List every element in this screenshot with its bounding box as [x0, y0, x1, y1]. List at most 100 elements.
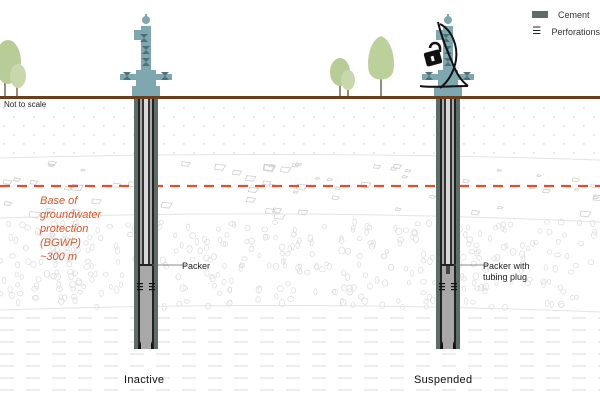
- texture-pebble: [277, 285, 284, 292]
- texture-dot: [333, 134, 335, 136]
- texture-dot: [563, 125, 565, 127]
- texture-pebble: [331, 288, 336, 294]
- texture-pebble: [215, 271, 220, 278]
- texture-pebble: [282, 263, 287, 269]
- texture-dot: [303, 107, 305, 109]
- texture-pebble: [19, 274, 24, 280]
- texture-dot: [543, 125, 545, 127]
- texture-dot: [173, 152, 175, 154]
- texture-pebble: [382, 279, 389, 287]
- texture-pebble: [16, 291, 24, 297]
- texture-pebble: [540, 278, 547, 285]
- texture-pebble: [204, 269, 210, 277]
- texture-pebble: [203, 245, 210, 251]
- texture-pebble: [356, 236, 363, 242]
- texture-dot: [483, 125, 485, 127]
- texture-pebble: [15, 282, 20, 288]
- texture-pebble: [309, 251, 315, 257]
- tubing-wall: [444, 99, 446, 265]
- tree: [368, 36, 394, 98]
- texture-dot: [363, 125, 365, 127]
- texture-pebble: [118, 281, 123, 288]
- texture-pebble: [1, 276, 7, 284]
- casing-shoe: [440, 341, 443, 349]
- texture-pebble: [307, 234, 314, 242]
- texture-pebble: [384, 248, 389, 254]
- texture-pebble: [488, 303, 495, 310]
- texture-dot: [343, 143, 345, 145]
- texture-pebble: [98, 235, 104, 241]
- tubing-bore: [446, 99, 450, 265]
- texture-pebble: [569, 295, 575, 301]
- texture-rock: [574, 187, 580, 191]
- texture-dot: [513, 134, 515, 136]
- texture-dot: [413, 116, 415, 118]
- texture-pebble: [203, 254, 210, 262]
- texture-pebble: [116, 259, 121, 265]
- packer: [442, 264, 454, 266]
- texture-dot: [553, 116, 555, 118]
- texture-dot: [353, 134, 355, 136]
- casing-shoe: [453, 341, 456, 349]
- texture-pebble: [379, 301, 386, 309]
- texture-pebble: [189, 256, 196, 262]
- texture-pebble: [70, 285, 76, 292]
- texture-pebble: [52, 257, 58, 263]
- packer-plug-label: Packer with tubing plug: [483, 261, 530, 283]
- texture-dot: [503, 125, 505, 127]
- texture-rock: [80, 168, 86, 172]
- texture-pebble: [463, 297, 468, 305]
- texture-pebble: [374, 276, 380, 284]
- tubing-wall: [142, 99, 144, 265]
- texture-dot: [223, 107, 225, 109]
- packer-label: Packer: [182, 261, 210, 271]
- stratum-boundary: [0, 213, 600, 223]
- texture-rock: [390, 167, 398, 171]
- texture-pebble: [350, 227, 355, 233]
- texture-dot: [513, 116, 515, 118]
- texture-dot: [113, 134, 115, 136]
- texture-pebble: [491, 255, 497, 262]
- texture-pebble: [280, 258, 285, 265]
- texture-pebble: [51, 249, 56, 255]
- texture-rock: [571, 177, 581, 183]
- tree: [330, 58, 355, 98]
- texture-rock: [496, 205, 504, 210]
- texture-pebble: [338, 237, 345, 244]
- texture-pebble: [484, 265, 489, 271]
- texture-pebble: [244, 224, 251, 232]
- texture-pebble: [228, 221, 236, 227]
- texture-rock: [262, 180, 272, 186]
- texture-dot: [213, 116, 215, 118]
- texture-pebble: [560, 288, 567, 295]
- texture-dot: [253, 134, 255, 136]
- texture-pebble: [8, 233, 14, 242]
- texture-pebble: [274, 293, 279, 300]
- texture-dot: [593, 152, 595, 154]
- texture-pebble: [427, 257, 433, 265]
- texture-dot: [403, 107, 405, 109]
- texture-pebble: [502, 227, 507, 233]
- texture-rock: [160, 201, 173, 209]
- texture-pebble: [403, 266, 409, 272]
- texture-pebble: [482, 287, 488, 295]
- texture-pebble: [14, 271, 19, 278]
- texture-pebble: [481, 284, 487, 292]
- texture-pebble: [220, 241, 226, 247]
- texture-dot: [403, 143, 405, 145]
- perforation: [451, 283, 457, 285]
- texture-rock: [91, 198, 102, 205]
- texture-rock: [70, 209, 82, 215]
- texture-pebble: [496, 222, 501, 229]
- texture-dot: [473, 116, 475, 118]
- texture-pebble: [86, 247, 91, 254]
- texture-dot: [283, 125, 285, 127]
- texture-pebble: [420, 278, 427, 285]
- texture-dot: [13, 116, 15, 118]
- texture-rock: [291, 163, 300, 168]
- bgwp-label: Base of groundwater protection (BGWP) ~3…: [40, 194, 130, 264]
- texture-pebble: [470, 260, 477, 268]
- texture-dot: [323, 107, 325, 109]
- texture-pebble: [425, 219, 433, 227]
- texture-rock: [3, 201, 13, 206]
